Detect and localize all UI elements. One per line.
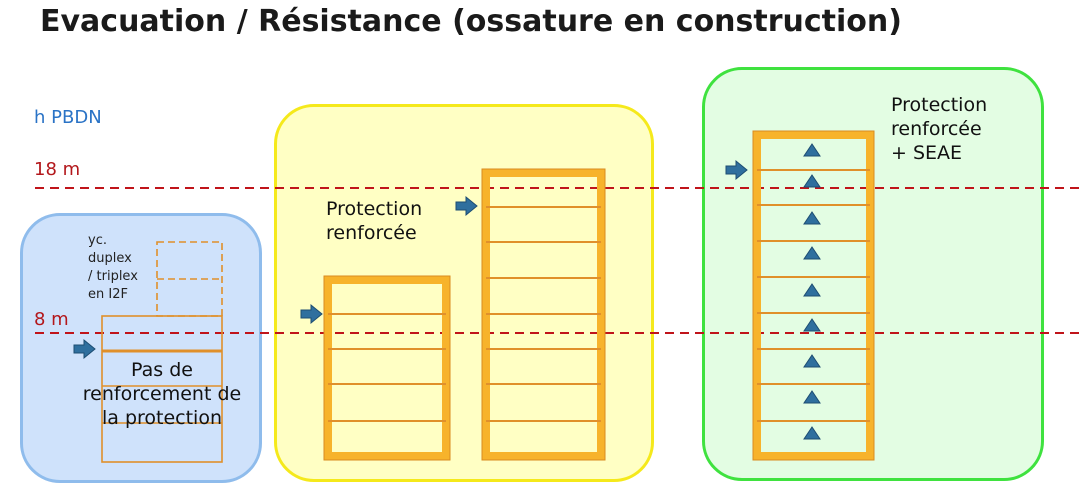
building-mid-1 [323,275,451,461]
level-label-8m: 8 m [34,309,69,330]
zone-green-caption: Protection renforcée + SEAE [891,94,988,164]
zone-yellow-mid-rise [274,104,654,482]
building-mid-2 [481,168,606,461]
zone-blue-caption: Pas de renforcement de la protection [82,359,242,429]
building-high-rise [752,130,875,461]
axis-label: h PBDN [34,107,102,128]
duplex-outline [156,241,223,317]
level-label-18m: 18 m [34,159,81,180]
entry-arrow-icon [73,339,96,359]
triangle-marker-icon [803,143,821,440]
page-title: Evacuation / Résistance (ossature en con… [40,4,902,39]
duplex-note: yc. duplex / triplex en I2F [88,233,138,302]
entry-arrow-icon [455,196,478,216]
entry-arrow-icon [725,160,748,180]
entry-arrow-icon [300,304,323,324]
zone-yellow-caption: Protection renforcée [326,198,423,244]
